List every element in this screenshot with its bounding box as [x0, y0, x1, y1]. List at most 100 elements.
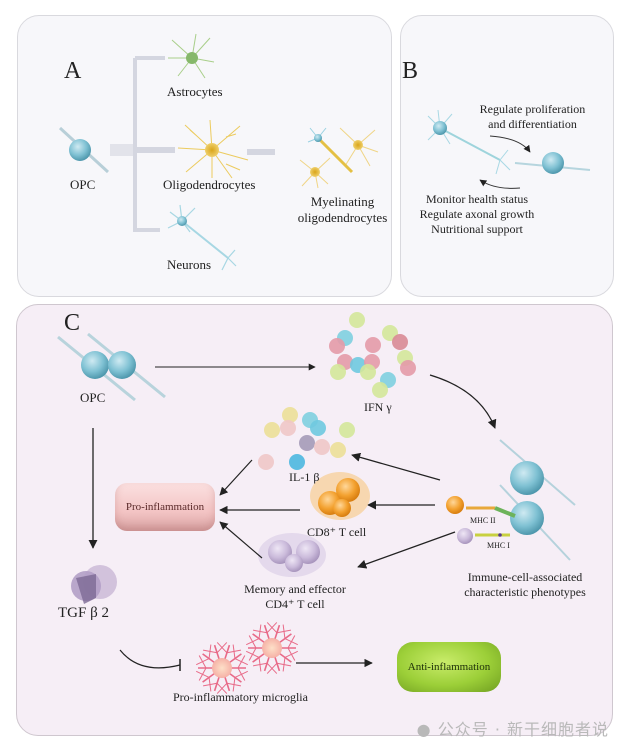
opc-b-icon [514, 152, 591, 174]
panel-a-letter: A [64, 58, 82, 84]
microglia-branch [282, 624, 286, 639]
wechat-icon: ● [416, 720, 432, 739]
arrow-ifn-to-opc [429, 374, 497, 429]
microglia-icon [195, 622, 299, 694]
microglia-branch [234, 670, 249, 678]
inhibit-arrow-tgf-microglia [119, 649, 181, 669]
cytokine-ball [310, 420, 326, 436]
immune-phenotypes-label: Immune-cell-associated characteristic ph… [450, 570, 600, 600]
microglia-branch [266, 622, 278, 634]
mhc1-label: MHC I [487, 541, 510, 550]
cd4-t-cell-icon [258, 533, 326, 577]
pro-inflammation-box: Pro-inflammation [115, 483, 215, 531]
support-line2: Regulate axonal growth [419, 207, 535, 221]
mhc2-complex [446, 496, 516, 518]
anti-inflammation-label: Anti-inflammation [407, 661, 491, 673]
microglia-branch [216, 682, 228, 694]
oligodendrocyte-icon [177, 119, 249, 179]
il1b-cluster [258, 407, 355, 470]
microglia-branch [284, 638, 299, 646]
microglia-branch [245, 638, 260, 646]
anti-inflammation-box: Anti-inflammation [397, 642, 501, 692]
opc-label-a: OPC [70, 177, 96, 192]
panel-b [400, 15, 614, 297]
cytokine-ball [280, 420, 296, 436]
myelinating-line2: oligodendrocytes [297, 210, 388, 225]
microglia-branch [248, 647, 257, 661]
cd4-t-cell-label: Memory and effector CD4⁺ T cell [225, 582, 365, 612]
neurons-label: Neurons [167, 257, 212, 272]
cytokine-ball [282, 407, 298, 423]
cytokine-ball [258, 454, 274, 470]
cytokine-ball [349, 312, 365, 328]
support-functions-label: Monitor health status Regulate axonal gr… [412, 192, 542, 237]
regulate-proliferation-label: Regulate proliferation and differentiati… [470, 102, 595, 132]
arrow-to-cd4 [357, 531, 456, 569]
cytokine-ball [365, 337, 381, 353]
microglia-branch [258, 657, 262, 672]
microglia-branch [226, 682, 241, 687]
cytokine-ball [339, 422, 355, 438]
cytokine-ball [330, 442, 346, 458]
microglia-branch [266, 662, 278, 674]
opc-cell-a [58, 126, 110, 174]
cytokine-ball [330, 364, 346, 380]
microglia-branch [208, 677, 212, 692]
microglia-branch [195, 658, 210, 666]
il1b-label: IL-1 β [289, 470, 320, 484]
watermark: ● 公众号 · 新干细胞者说 [417, 716, 609, 740]
cytokine-ball [329, 338, 345, 354]
support-line1: Monitor health status [426, 192, 528, 206]
microglia-branch [232, 644, 236, 659]
microglia-branch [203, 649, 218, 654]
opc-label-c: OPC [80, 390, 106, 405]
myelinating-line1: Myelinating [310, 194, 375, 209]
cytokine-ball [314, 439, 330, 455]
cytokine-ball [289, 454, 305, 470]
microglia-branch [216, 642, 228, 654]
microglia-label: Pro-inflammatory microglia [173, 690, 308, 704]
cytokine-ball [360, 364, 376, 380]
cd4-line2: CD4⁺ T cell [265, 597, 325, 611]
cd8-t-cell-label: CD8⁺ T cell [307, 525, 367, 539]
neuron-icon [167, 204, 237, 271]
myelinating-oligodendrocyte-icon [299, 127, 379, 189]
mhc2-label: MHC II [470, 516, 496, 525]
arrow-regulate [489, 135, 531, 153]
cytokine-ball [392, 334, 408, 350]
microglia-branch [276, 662, 291, 667]
arrow-cd4-to-pro [219, 521, 263, 559]
arrow-support [479, 179, 521, 189]
tgf-beta2-label: TGF β 2 [58, 605, 109, 621]
immune-line2: characteristic phenotypes [464, 585, 586, 599]
microglia-soma [212, 658, 232, 678]
microglia-branch [198, 667, 207, 681]
ifn-gamma-label: IFN γ [364, 400, 392, 414]
tgf-beta2-icon [71, 565, 117, 604]
cytokine-ball [400, 360, 416, 376]
ifn-gamma-cluster [329, 312, 416, 398]
pro-inflammation-label: Pro-inflammation [125, 501, 205, 513]
cd8-t-cell-icon [310, 472, 370, 520]
oligodendrocytes-label: Oligodendrocytes [163, 177, 256, 192]
myelinating-oligodendrocytes-label: Myelinating oligodendrocytes [290, 194, 395, 226]
astrocyte-icon [168, 33, 215, 79]
cytokine-ball [264, 422, 280, 438]
regulate-line1: Regulate proliferation [479, 102, 586, 116]
cd4-line1: Memory and effector [244, 582, 346, 596]
mhc1-complex [457, 528, 510, 544]
lineage-branches [110, 56, 275, 232]
arrow-to-il1b [351, 452, 441, 481]
immune-line1: Immune-cell-associated [467, 570, 583, 584]
microglia-branch [234, 658, 249, 666]
panel-c-letter: C [64, 310, 81, 336]
cytokine-ball [372, 382, 388, 398]
watermark-text: 公众号 · 新干细胞者说 [437, 720, 609, 739]
neuron-b-icon [427, 109, 511, 175]
panel-b-letter: B [402, 58, 419, 84]
microglia-branch [284, 650, 299, 658]
astrocytes-label: Astrocytes [167, 84, 223, 99]
cytokine-ball [299, 435, 315, 451]
microglia-branch [253, 629, 268, 634]
